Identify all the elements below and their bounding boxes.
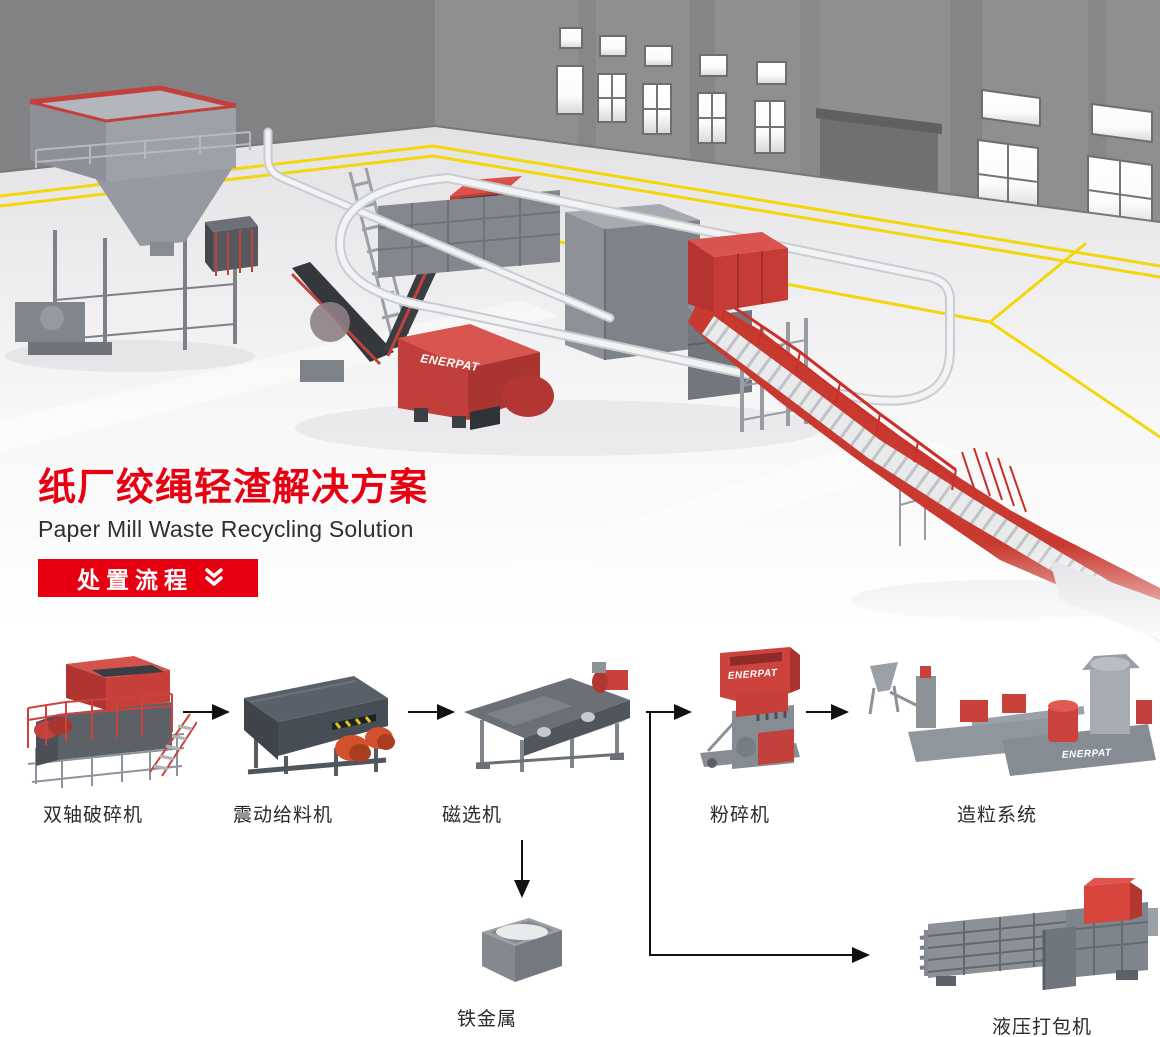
flow-label-feeder: 震动给料机	[232, 805, 333, 826]
ferrous-metal-bin-illustration	[482, 918, 562, 982]
granulator-illustration: ENERPAT	[700, 647, 800, 769]
process-flow-button[interactable]: 处置流程	[38, 558, 258, 597]
flow-label-shredder: 双轴破碎机	[42, 805, 143, 826]
page-title: 纸厂绞绳轻渣解决方案	[38, 467, 429, 509]
pipework	[263, 127, 955, 406]
factory-floor	[0, 126, 1160, 650]
factory-windows	[556, 27, 1153, 234]
hydraulic-baler-illustration	[919, 878, 1158, 990]
flow-label-ferrous: 铁金属	[456, 1009, 517, 1030]
granulator-enerpat-logo: ENERPAT	[727, 668, 778, 682]
title-block: 纸厂绞绳轻渣解决方案 Paper Mill Waste Recycling So…	[38, 467, 429, 597]
magnetic-separator-illustration	[464, 662, 630, 772]
flow-label-pelletizer: 造粒系统	[956, 805, 1037, 826]
page-subtitle: Paper Mill Waste Recycling Solution	[38, 515, 414, 542]
factory-scene: ENERPAT	[0, 0, 1160, 650]
pelletizer-enerpat-logo: ENERPAT	[1062, 747, 1113, 761]
waste-bin	[205, 216, 258, 276]
double-shaft-shredder-illustration	[27, 656, 197, 788]
process-flow-diagram: ENERPAT ENERPAT	[0, 640, 1160, 1037]
flow-label-baler: 液压打包机	[991, 1017, 1092, 1037]
double-chevron-down-icon	[205, 567, 223, 586]
vibrating-feeder-illustration	[244, 676, 395, 776]
process-flow-button-label: 处置流程	[77, 566, 193, 593]
silo-tower	[15, 85, 410, 355]
pelletizing-system-illustration: ENERPAT	[868, 654, 1156, 776]
flow-label-granulator: 粉碎机	[709, 805, 770, 826]
hero-shredder: ENERPAT	[398, 324, 554, 430]
flow-label-separator: 磁选机	[441, 805, 502, 826]
